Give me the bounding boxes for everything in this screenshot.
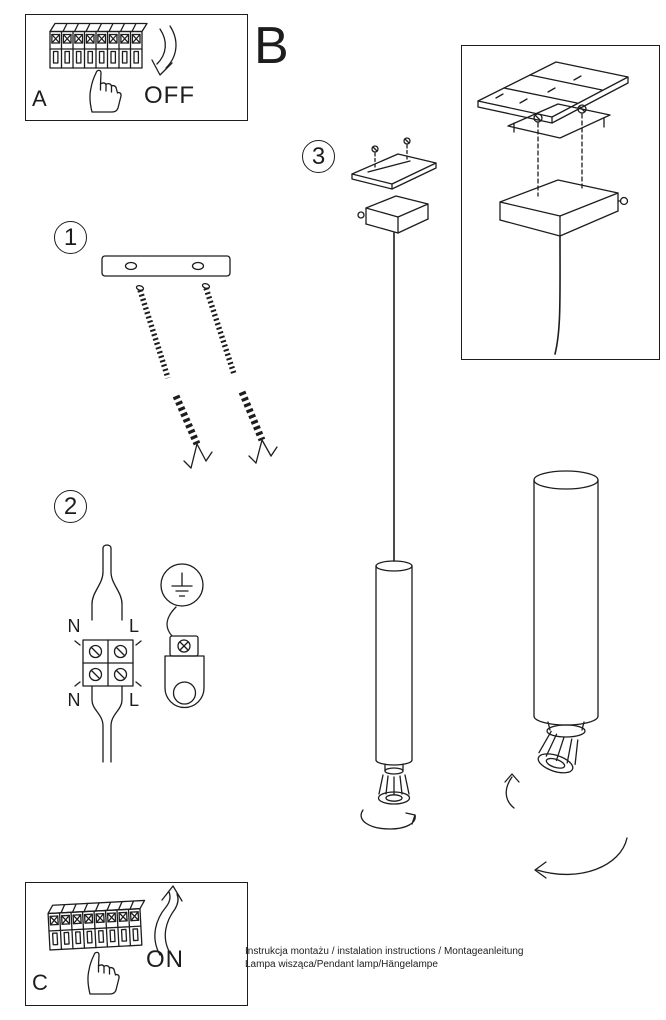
arrow-down-icon <box>151 25 177 76</box>
rotation-arrow-icon <box>360 809 416 830</box>
step-3-badge: 3 <box>302 140 335 173</box>
canopy <box>357 195 429 234</box>
neutral-label-top: N <box>67 616 81 636</box>
step-1-badge: 1 <box>54 221 87 254</box>
breaker-on-illustration <box>48 885 183 995</box>
panel-c-action-label: ON <box>146 946 184 973</box>
rotation-arrow-small-icon <box>504 773 520 809</box>
panel-a-box <box>25 14 248 121</box>
wall-plug-screw-left <box>135 284 213 469</box>
mounting-plate <box>101 255 231 277</box>
panel-a-action-label: OFF <box>144 82 195 109</box>
rotation-arrow-large-icon <box>534 837 628 879</box>
ceiling-mount-detail-illustration <box>477 61 629 355</box>
footer-line-2: Lampa wisząca/Pendant lamp/Hängelampe <box>245 959 438 970</box>
lamp-tube-detail <box>533 470 599 726</box>
mounting-bracket <box>507 103 611 197</box>
step2-illustration <box>74 544 205 763</box>
live-label-bottom: L <box>128 690 139 710</box>
earth-symbol-icon <box>160 563 204 607</box>
earth-connector <box>164 606 205 709</box>
ceiling-bracket <box>351 137 437 190</box>
bulb-detail <box>537 721 586 774</box>
lamp-tube <box>375 560 413 766</box>
pendant-detail-illustration <box>504 470 628 879</box>
cable-detail <box>554 235 561 355</box>
step3-illustration <box>351 137 437 830</box>
terminal-block <box>74 639 142 687</box>
step1-illustration <box>101 255 278 469</box>
live-label-top: L <box>128 616 139 636</box>
mains-cable <box>91 544 123 621</box>
step-2-badge: 2 <box>54 490 87 523</box>
panel-a-label: A <box>32 86 47 111</box>
gu10-bulb <box>377 763 411 805</box>
mains-cable-lower <box>91 685 123 763</box>
ceiling-panel <box>477 61 629 124</box>
footer-line-1: Instrukcja montażu / instalation instruc… <box>245 946 524 957</box>
panel-b-box <box>461 45 660 360</box>
section-b-label: B <box>254 17 289 75</box>
panel-c-box <box>25 882 248 1006</box>
breaker-off-illustration <box>50 24 177 113</box>
wall-plug-screw-right <box>201 282 278 464</box>
arrow-up-icon <box>154 885 183 956</box>
neutral-label-bottom: N <box>67 690 81 710</box>
panel-c-label: C <box>32 970 48 995</box>
